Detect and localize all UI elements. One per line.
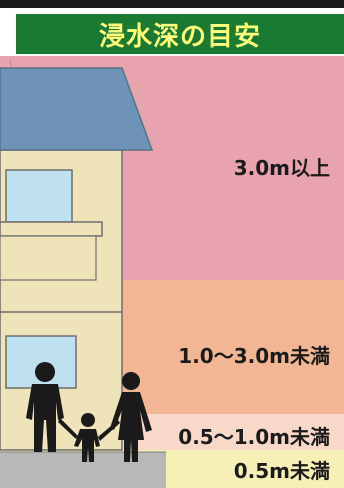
upper-window: [5, 169, 73, 223]
roof-icon: [0, 67, 154, 151]
balcony-ledge: [0, 221, 103, 237]
page-title: 浸水深の目安: [98, 21, 261, 52]
label-under-05m: 0.5m未満: [233, 459, 330, 483]
title-banner: 浸水深の目安: [16, 14, 344, 54]
family-silhouette-icon: [26, 362, 152, 462]
label-1-to-3m: 1.0～3.0m未満: [178, 344, 330, 368]
balcony-panel: [0, 235, 97, 281]
label-3m-plus: 3.0m以上: [233, 156, 330, 180]
top-strip: [0, 0, 344, 8]
label-05-to-1m: 0.5～1.0m未満: [178, 425, 330, 449]
